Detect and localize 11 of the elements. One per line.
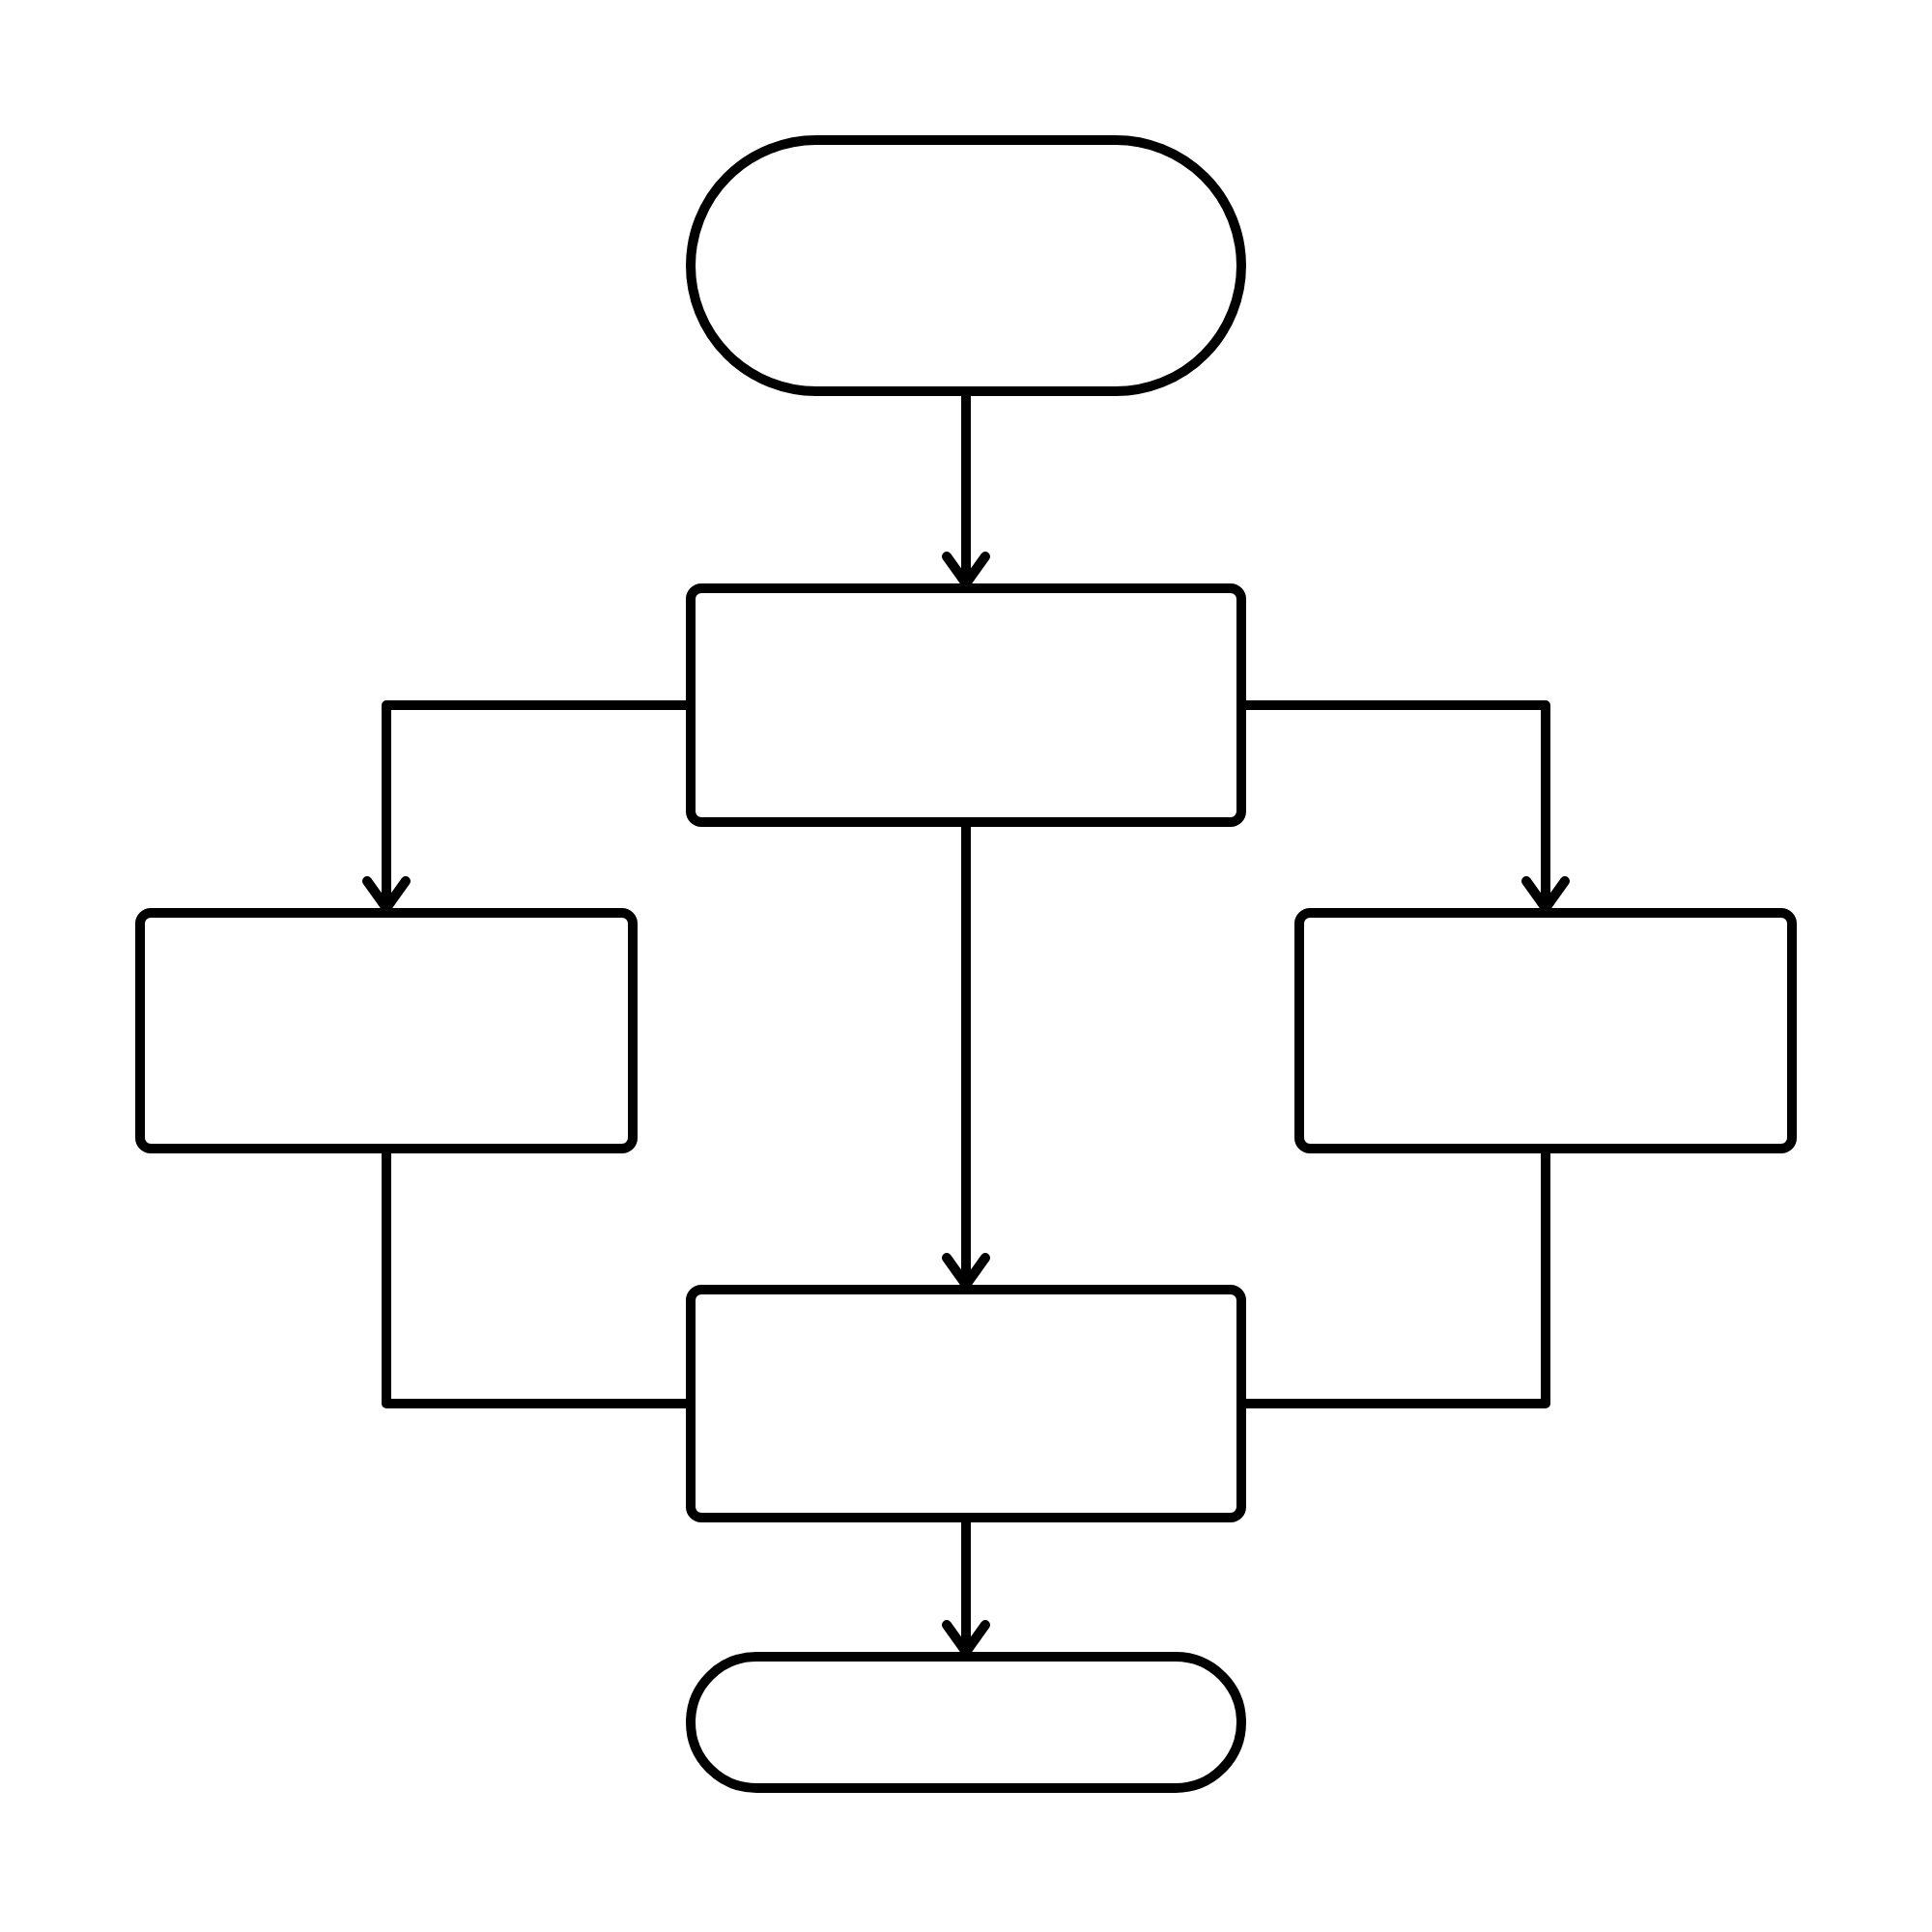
connector-line — [1246, 1153, 1550, 1408]
arrow — [942, 396, 990, 588]
process-box — [686, 1285, 1246, 1522]
arrow — [942, 827, 990, 1290]
arrow — [1246, 700, 1570, 913]
connector-line — [382, 1153, 686, 1408]
arrow — [942, 1522, 990, 1657]
process-box — [1294, 908, 1797, 1153]
process-box — [686, 583, 1246, 827]
process-box — [135, 908, 638, 1153]
arrow — [362, 700, 686, 913]
